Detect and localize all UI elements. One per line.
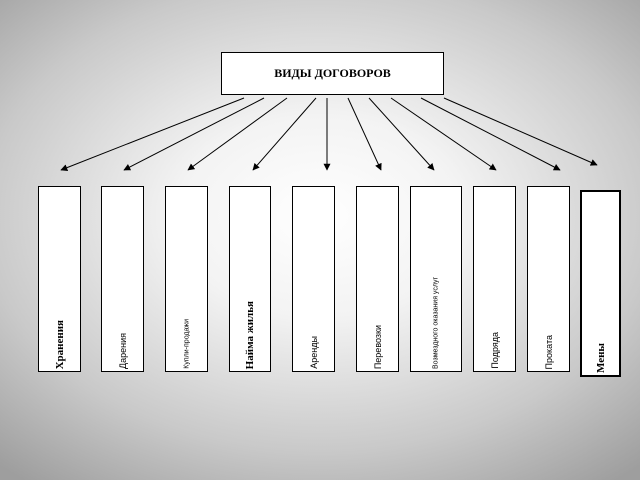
category-box-podryada: Подряда (473, 186, 516, 372)
arrow-to-vozmezdnogo (368, 97, 435, 171)
category-label: Купли-продажи (183, 319, 190, 369)
arrow-to-podryada (390, 97, 497, 171)
category-box-dareniya: Дарения (101, 186, 144, 372)
arrow-to-naima-zhilya (252, 97, 317, 171)
diagram-title-box: ВИДЫ ДОГОВОРОВ (221, 52, 444, 95)
category-box-arendy: Аренды (292, 186, 335, 372)
arrow-to-dareniya (123, 97, 265, 171)
category-label: Хранения (53, 319, 66, 369)
category-label: Аренды (308, 336, 319, 369)
category-box-naima-zhilya: Найма жилья (229, 186, 271, 372)
category-label: Мены (594, 342, 607, 373)
category-box-kupli-prodazhi: Купли-продажи (165, 186, 208, 372)
category-box-meny: Мены (580, 190, 621, 377)
category-label: Возмездного оказания услуг (432, 277, 440, 369)
arrow-to-khraneniya (60, 97, 245, 171)
category-box-perevozki: Перевозки (356, 186, 399, 372)
category-box-khraneniya: Хранения (38, 186, 81, 372)
category-box-prokata: Проката (527, 186, 570, 372)
arrow-to-meny (443, 97, 598, 166)
category-label: Проката (543, 334, 554, 369)
category-label: Найма жилья (244, 300, 256, 369)
category-label: Перевозки (372, 324, 383, 369)
arrow-to-perevozki (347, 97, 382, 171)
diagram-title: ВИДЫ ДОГОВОРОВ (274, 66, 391, 80)
category-box-vozmezdnogo: Возмездного оказания услуг (410, 186, 462, 372)
category-label: Дарения (117, 333, 128, 369)
arrow-to-prokata (420, 97, 561, 171)
category-label: Подряда (489, 332, 500, 369)
arrow-to-kupli-prodazhi (187, 97, 288, 171)
